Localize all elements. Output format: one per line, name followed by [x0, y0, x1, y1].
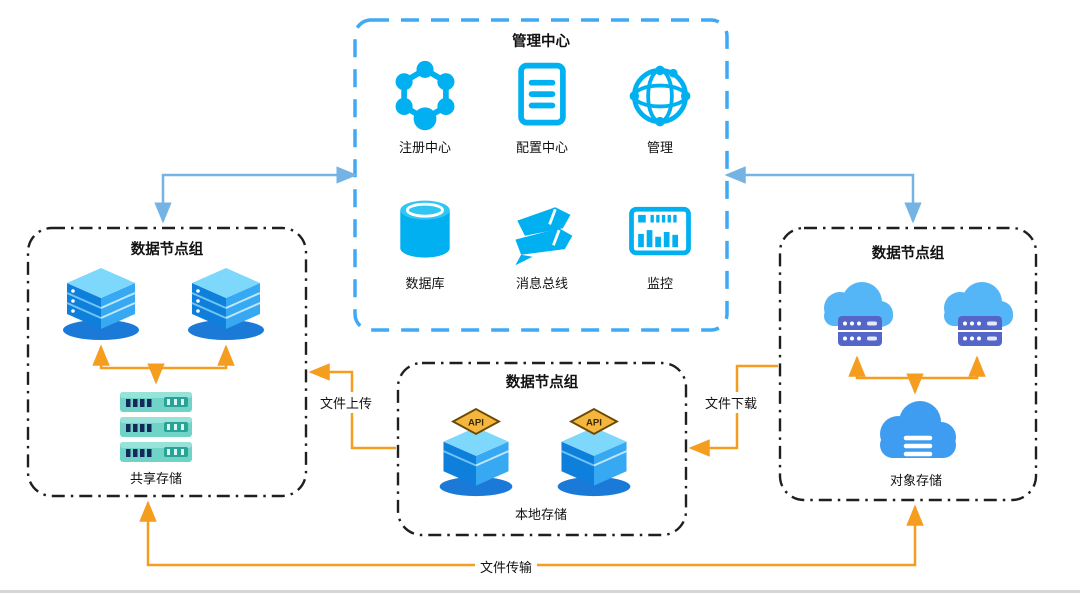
arrow-left-server2-storage	[160, 344, 235, 370]
object-storage-label: 对象存储	[889, 473, 943, 488]
management-item-config: 配置中心	[484, 58, 600, 156]
management-item-monitor: 监控	[602, 194, 718, 292]
cloud-server-icon	[944, 282, 1013, 346]
database-icon	[400, 200, 450, 258]
file-download-label: 文件下载	[699, 392, 763, 413]
management-label: 管理	[646, 140, 673, 155]
monitor-icon	[629, 206, 691, 256]
center-group-title: 数据节点组	[505, 375, 579, 391]
api-server-icon: API	[439, 408, 513, 497]
management-item-registry: 注册中心	[367, 58, 483, 156]
api-badge: API	[586, 417, 602, 428]
database-label: 数据库	[405, 276, 445, 291]
management-center-title: 管理中心	[512, 34, 570, 50]
monitor-label: 监控	[646, 276, 673, 291]
right-group-title: 数据节点组	[871, 246, 945, 262]
link-management-right	[724, 166, 922, 224]
left-group-title: 数据节点组	[130, 242, 204, 258]
shared-storage-icon	[120, 392, 192, 462]
object-storage-icon	[880, 401, 956, 458]
link-management-left	[154, 166, 358, 224]
management-item-message-bus: 消息总线	[484, 194, 600, 292]
file-upload-label: 文件上传	[314, 392, 378, 413]
registry-center-icon	[395, 60, 455, 131]
cloud-server-icon	[824, 282, 893, 346]
api-badge: API	[468, 417, 484, 428]
server-stack-icon	[63, 268, 139, 340]
management-globe-icon	[629, 65, 691, 127]
file-transfer-label: 文件传输	[474, 556, 538, 577]
server-stack-icon	[188, 268, 264, 340]
bottom-divider	[0, 590, 1080, 593]
api-server-icon: API	[557, 408, 631, 497]
management-item-manage: 管理	[602, 58, 718, 156]
message-bus-label: 消息总线	[515, 276, 568, 291]
shared-storage-label: 共享存储	[129, 471, 183, 486]
local-storage-label: 本地存储	[514, 507, 568, 522]
arrow-right-server2-storage	[920, 355, 986, 380]
registry-center-label: 注册中心	[398, 140, 451, 155]
management-item-database: 数据库	[367, 194, 483, 292]
config-center-label: 配置中心	[515, 140, 568, 155]
config-center-icon	[518, 62, 566, 126]
message-bus-icon	[515, 207, 573, 266]
arrow-right-server1-storage	[848, 355, 910, 380]
arrow-left-server1-storage	[92, 344, 152, 370]
